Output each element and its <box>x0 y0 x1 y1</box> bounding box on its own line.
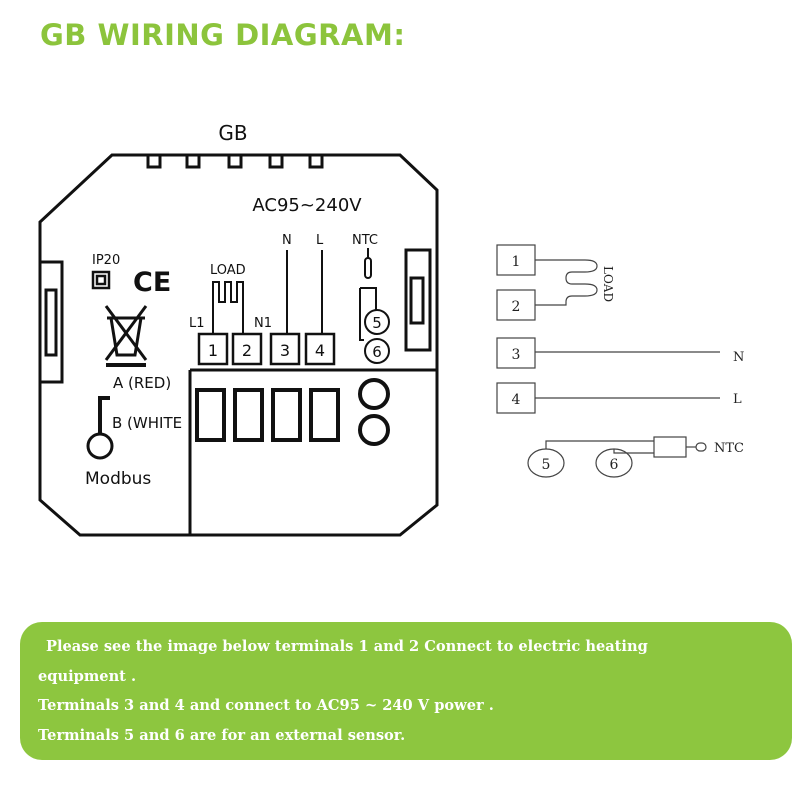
ce-mark: CE <box>133 267 171 298</box>
device-terminal-4: 4 <box>315 341 325 360</box>
schematic-ntc-label: NTC <box>714 441 744 456</box>
ntc-label: NTC <box>352 233 378 248</box>
device-lower-slots <box>195 378 390 446</box>
modbus-connector-icon <box>86 396 114 460</box>
instruction-line-2: equipment . <box>38 667 137 685</box>
device-terminal-block <box>197 332 336 366</box>
schematic-n-label: N <box>733 350 744 365</box>
schematic-terminal-5: 5 <box>542 457 551 473</box>
modbus-label: Modbus <box>85 469 151 489</box>
page-title: GB WIRING DIAGRAM: <box>40 18 406 52</box>
schematic-terminal-2: 2 <box>512 299 521 315</box>
instruction-line-4: Terminals 5 and 6 are for an external se… <box>38 726 406 744</box>
ip-rating-label: IP20 <box>92 253 120 268</box>
schematic-terminal-3: 3 <box>512 347 521 363</box>
wiring-diagram: GB AC95~240V IP20 CE LOAD L1 N1 N L NTC <box>38 121 744 537</box>
thermostat-device <box>38 153 439 537</box>
weee-bin-icon <box>104 305 148 367</box>
schematic-terminal-1: 1 <box>512 254 521 270</box>
device-terminal-6: 6 <box>372 343 382 361</box>
schematic-terminal-4: 4 <box>512 392 521 408</box>
modbus-a-label: A (RED) <box>113 374 171 392</box>
device-terminal-2: 2 <box>242 341 252 360</box>
schematic-l-label: L <box>733 392 742 407</box>
ntc-sensor-icon <box>359 248 377 341</box>
device-sensor-terminals <box>364 309 390 364</box>
schematic <box>496 244 720 478</box>
n1-label: N1 <box>254 316 272 331</box>
instructions-panel: Please see the image below terminals 1 a… <box>20 622 792 760</box>
l-label: L <box>316 233 324 248</box>
instruction-line-1: Please see the image below terminals 1 a… <box>46 638 648 655</box>
n-label: N <box>282 233 292 248</box>
load-coil-icon <box>212 281 244 334</box>
instruction-line-3: Terminals 3 and 4 and connect to AC95 ~ … <box>38 697 494 714</box>
ip-box-icon <box>91 270 111 290</box>
schematic-load-label: LOAD <box>601 266 615 302</box>
schematic-terminal-6: 6 <box>610 457 619 473</box>
device-terminal-3: 3 <box>280 341 290 360</box>
device-terminal-1: 1 <box>208 341 218 360</box>
device-terminal-5: 5 <box>372 314 382 332</box>
modbus-b-label: B (WHITE <box>112 414 182 432</box>
model-label: GB <box>218 121 247 145</box>
l1-label: L1 <box>189 316 205 331</box>
load-label: LOAD <box>210 263 246 278</box>
voltage-label: AC95~240V <box>252 195 362 216</box>
